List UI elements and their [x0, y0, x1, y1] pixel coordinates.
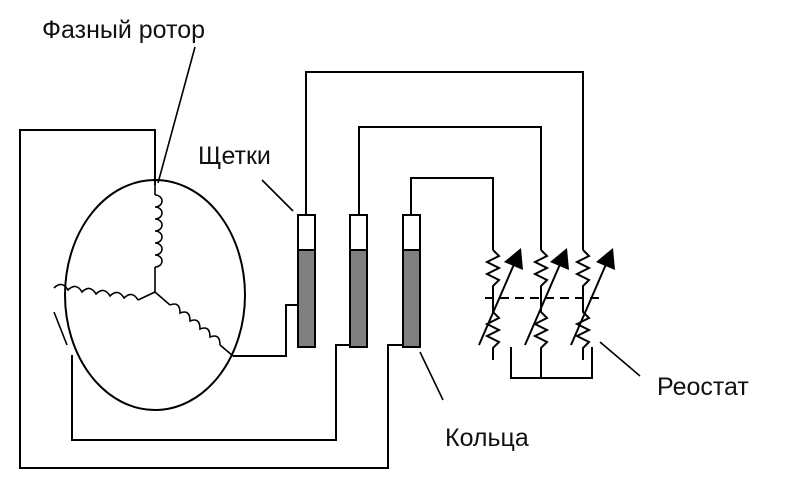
brush-2: [349, 214, 368, 251]
brush-1: [297, 214, 316, 251]
rheostat-2-arrow: [524, 248, 569, 346]
rheostat-leader-line: [599, 341, 641, 377]
rotor-leader-line: [157, 46, 196, 184]
rotor-outline: [64, 179, 246, 411]
rheostat-label: Реостат: [657, 373, 749, 401]
rings-leader-line: [419, 351, 444, 401]
rheostat-group: [478, 248, 615, 379]
ring-2: [349, 249, 368, 348]
rotor-windings: [53, 185, 234, 357]
rheostat-3-arrow: [570, 248, 615, 346]
slip-rings: [297, 249, 421, 348]
rotor-to-ring-wires: [19, 129, 403, 469]
ring-1: [297, 249, 316, 348]
ring-3: [402, 249, 421, 348]
rheostat-3-resistor: [574, 249, 592, 360]
brush-3: [402, 214, 421, 251]
rheostat-2-resistor: [532, 249, 550, 378]
brushes-leader-line: [261, 179, 294, 212]
brushes: [297, 214, 421, 251]
rotor-label: Фазный ротор: [42, 16, 205, 44]
brushes-label: Щетки: [198, 142, 271, 170]
rheostat-1-arrow: [478, 248, 523, 346]
rings-label: Кольца: [445, 424, 529, 452]
rheostat-common-wire: [510, 347, 593, 379]
brush-to-rheostat-wires: [305, 71, 584, 250]
